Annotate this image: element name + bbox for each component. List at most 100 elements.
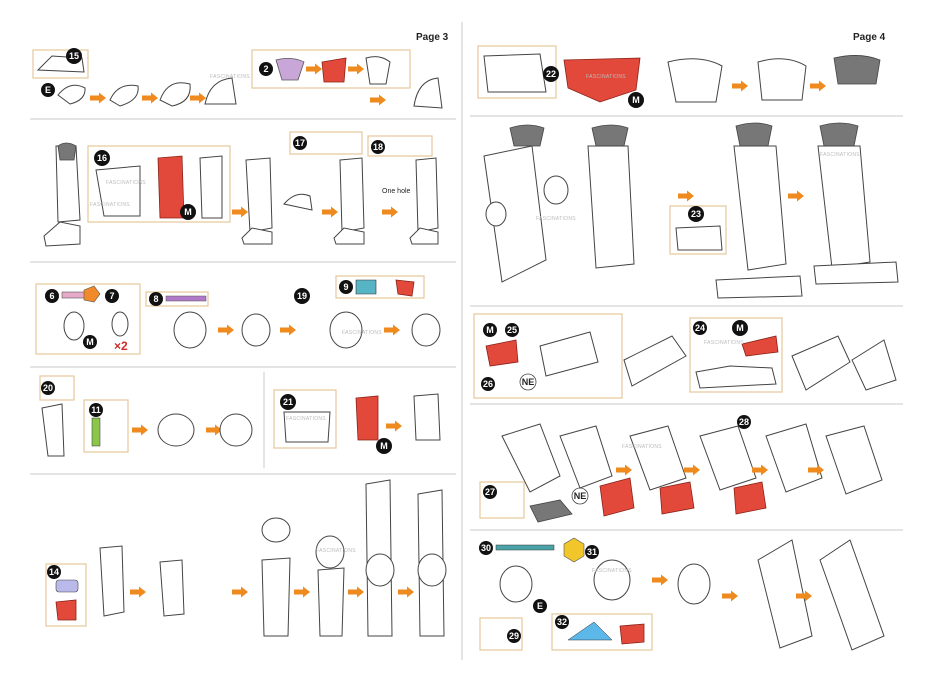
- step-number-17: 17: [295, 138, 305, 148]
- step-arrow: [232, 206, 248, 218]
- leg-part: [735, 122, 773, 147]
- part-piece: [529, 499, 573, 523]
- arm-part: [757, 539, 813, 649]
- part-piece-red: [733, 481, 767, 515]
- arm-part: [791, 335, 851, 391]
- leg-part: [819, 122, 859, 147]
- part-piece: [365, 56, 391, 85]
- step-number-26: 26: [483, 379, 493, 389]
- marker-m-label: M: [184, 207, 192, 217]
- part-piece: [483, 53, 547, 93]
- strip-piece: [165, 295, 207, 302]
- ring-part: [219, 413, 253, 447]
- arm-part: [623, 335, 687, 387]
- step-frame: [273, 389, 337, 449]
- step-frame: [145, 291, 209, 307]
- step-arrow: [810, 80, 826, 92]
- step-arrow: [398, 586, 414, 598]
- step-number-32: 32: [557, 617, 567, 627]
- step-arrow: [348, 586, 364, 598]
- leg-part: [245, 157, 273, 233]
- ring-part: [677, 563, 711, 605]
- step-badge: [293, 136, 307, 150]
- part-piece: [757, 58, 807, 101]
- ring-part: [543, 175, 569, 205]
- step-arrow: [130, 586, 146, 598]
- step-arrow: [678, 190, 694, 202]
- leg-part: [587, 145, 635, 269]
- step-frame: [35, 283, 141, 355]
- strip-piece: [495, 544, 555, 551]
- watermark: FASCINATIONS: [622, 444, 662, 450]
- marker-m: [376, 438, 392, 454]
- step-number-31: 31: [587, 547, 597, 557]
- marker-ne-label: NE: [574, 491, 587, 501]
- step-badge: [105, 289, 119, 303]
- part-piece: [675, 225, 723, 251]
- part-piece: [413, 393, 441, 441]
- step-frame: [289, 131, 363, 155]
- step-arrow: [384, 324, 400, 336]
- part-piece-red: [599, 477, 635, 517]
- watermark: FASCINATIONS: [286, 416, 326, 422]
- part-piece-red: [659, 481, 695, 515]
- marker-e-label: E: [537, 601, 543, 611]
- arm-part: [819, 539, 885, 651]
- part-piece-red: [55, 599, 77, 621]
- ring-part: [593, 559, 631, 601]
- step-number-30: 30: [481, 543, 491, 553]
- octagon-piece: [563, 537, 585, 563]
- step-number-27: 27: [485, 487, 495, 497]
- page-label-right: Page 4: [853, 32, 886, 43]
- arm-part: [699, 425, 757, 491]
- ring-part: [315, 535, 345, 569]
- step-arrow: [382, 206, 398, 218]
- leg-part: [415, 157, 439, 233]
- leg-part: [339, 157, 365, 233]
- part-piece: [199, 155, 223, 219]
- shoe-part: [43, 221, 81, 247]
- arm-part: [825, 425, 883, 495]
- arm-part: [765, 423, 823, 493]
- watermark: FASCINATIONS: [106, 180, 146, 186]
- marker-ne: [519, 373, 537, 391]
- step-arrow: [370, 94, 386, 106]
- ring-part: [417, 553, 447, 587]
- step-arrow: [132, 424, 148, 436]
- part-piece: [41, 403, 65, 457]
- step-number-21: 21: [283, 397, 293, 407]
- ring-part: [411, 313, 441, 347]
- leg-part: [509, 124, 545, 147]
- ring-part: [63, 311, 85, 341]
- step-badge: [543, 66, 559, 82]
- step-badge: [294, 288, 310, 304]
- watermark: FASCINATIONS: [536, 216, 576, 222]
- step-badge: [47, 565, 61, 579]
- stand-base: [715, 275, 803, 299]
- leg-part: [261, 557, 291, 637]
- marker-ne-label: NE: [522, 377, 535, 387]
- shoe-part: [159, 82, 191, 107]
- step-badge: [94, 150, 110, 166]
- step-arrow: [652, 574, 668, 586]
- step-badge: [505, 323, 519, 337]
- marker-m: [180, 204, 196, 220]
- step-arrow: [348, 63, 364, 75]
- watermark: FASCINATIONS: [210, 74, 250, 80]
- step-number-29: 29: [509, 631, 519, 641]
- step-frame: [479, 481, 525, 519]
- step-arrow: [616, 464, 632, 476]
- watermark: FASCINATIONS: [820, 152, 860, 158]
- marker-m-label: M: [86, 337, 94, 347]
- shoe-part: [204, 77, 237, 105]
- marker-e: [41, 83, 55, 97]
- step-arrow: [788, 190, 804, 202]
- leg-part: [159, 559, 185, 617]
- step-number-24: 24: [695, 323, 705, 333]
- watermark: FASCINATIONS: [704, 340, 744, 346]
- step-badge: [259, 62, 273, 76]
- arm-part: [539, 331, 599, 377]
- part-piece-blue: [567, 621, 613, 641]
- part-piece: [55, 579, 79, 593]
